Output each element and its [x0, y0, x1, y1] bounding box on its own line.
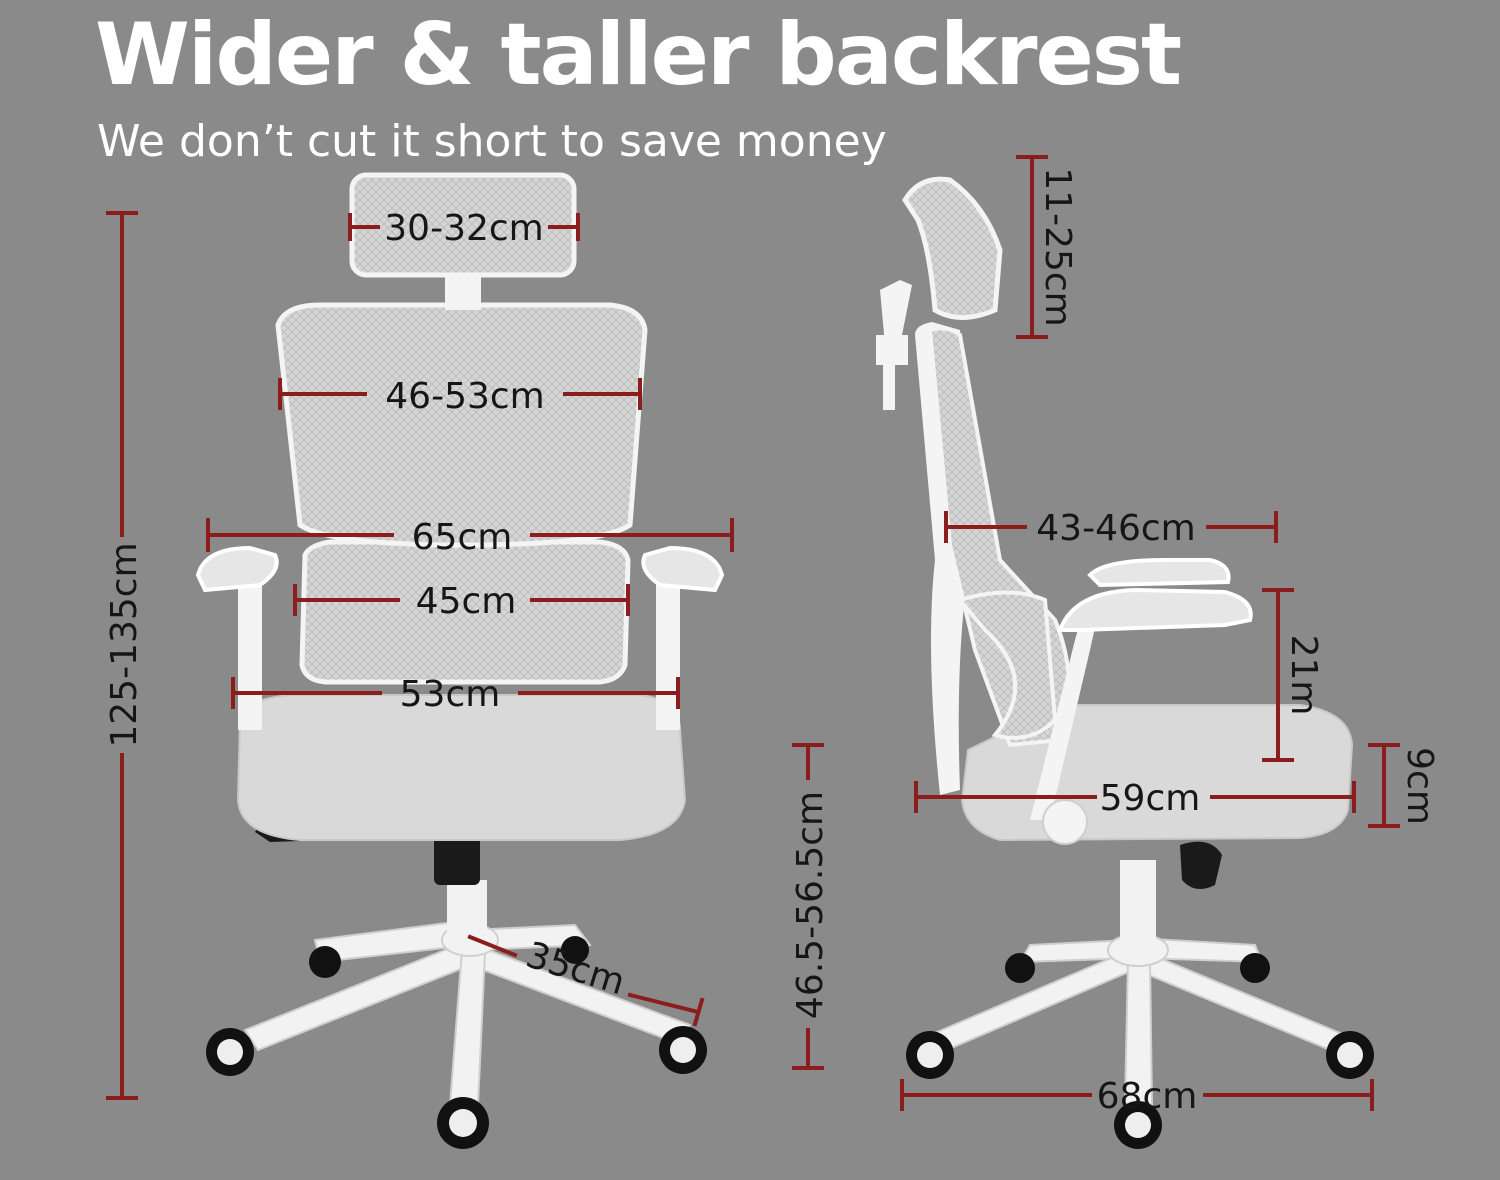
side-armrest-front	[1057, 587, 1253, 632]
front-left-arm-post	[238, 580, 262, 730]
arm-span-label: 65cm	[412, 517, 513, 558]
front-chair-wheels	[206, 936, 707, 1149]
front-right-armrest	[641, 545, 725, 593]
front-left-armrest	[195, 545, 279, 593]
backrest-width-label: 46-53cm	[385, 376, 544, 417]
side-gas-lift	[1120, 860, 1156, 945]
base-width-label: 68cm	[1097, 1076, 1198, 1117]
front-seat-cushion	[236, 694, 687, 841]
armrest-height-label: 21m	[1283, 635, 1324, 716]
side-arm-support	[1030, 605, 1100, 820]
seat-height-label: 46.5-56.5cm	[790, 791, 831, 1019]
front-chair	[195, 172, 725, 1149]
front-gas-lift	[447, 880, 487, 940]
front-chair-base	[243, 918, 692, 1106]
side-headrest	[902, 176, 1003, 320]
side-recline-knob	[1042, 799, 1088, 845]
back-depth-label: 43-46cm	[1036, 508, 1195, 549]
page-subtitle: We don’t cut it short to save money	[97, 116, 887, 167]
side-tilt-knob	[1180, 841, 1222, 889]
side-headrest-post	[876, 335, 908, 365]
seat-width-label: 53cm	[400, 674, 501, 715]
side-chair	[876, 176, 1374, 1149]
lumbar-width-label: 45cm	[416, 581, 517, 622]
dimension-lines	[106, 155, 1400, 1111]
front-gas-lift-cover	[434, 835, 480, 885]
page-title: Wider & taller backrest	[95, 5, 1182, 105]
side-chair-wheels	[906, 953, 1374, 1149]
side-lumbar-support	[956, 590, 1058, 740]
seat-thickness-label: 9cm	[1399, 747, 1440, 825]
headrest-width-label: 30-32cm	[384, 208, 543, 249]
side-armrest-back	[1087, 558, 1231, 588]
front-backrest	[275, 302, 648, 548]
total-height-label: 125-135cm	[104, 542, 145, 747]
seat-depth-label: 59cm	[1100, 778, 1201, 819]
side-headrest-hinge	[880, 280, 912, 345]
headrest-adjust-label: 11-25cm	[1037, 167, 1078, 326]
front-lumbar-support	[299, 539, 631, 685]
side-chair-base	[928, 933, 1347, 1106]
